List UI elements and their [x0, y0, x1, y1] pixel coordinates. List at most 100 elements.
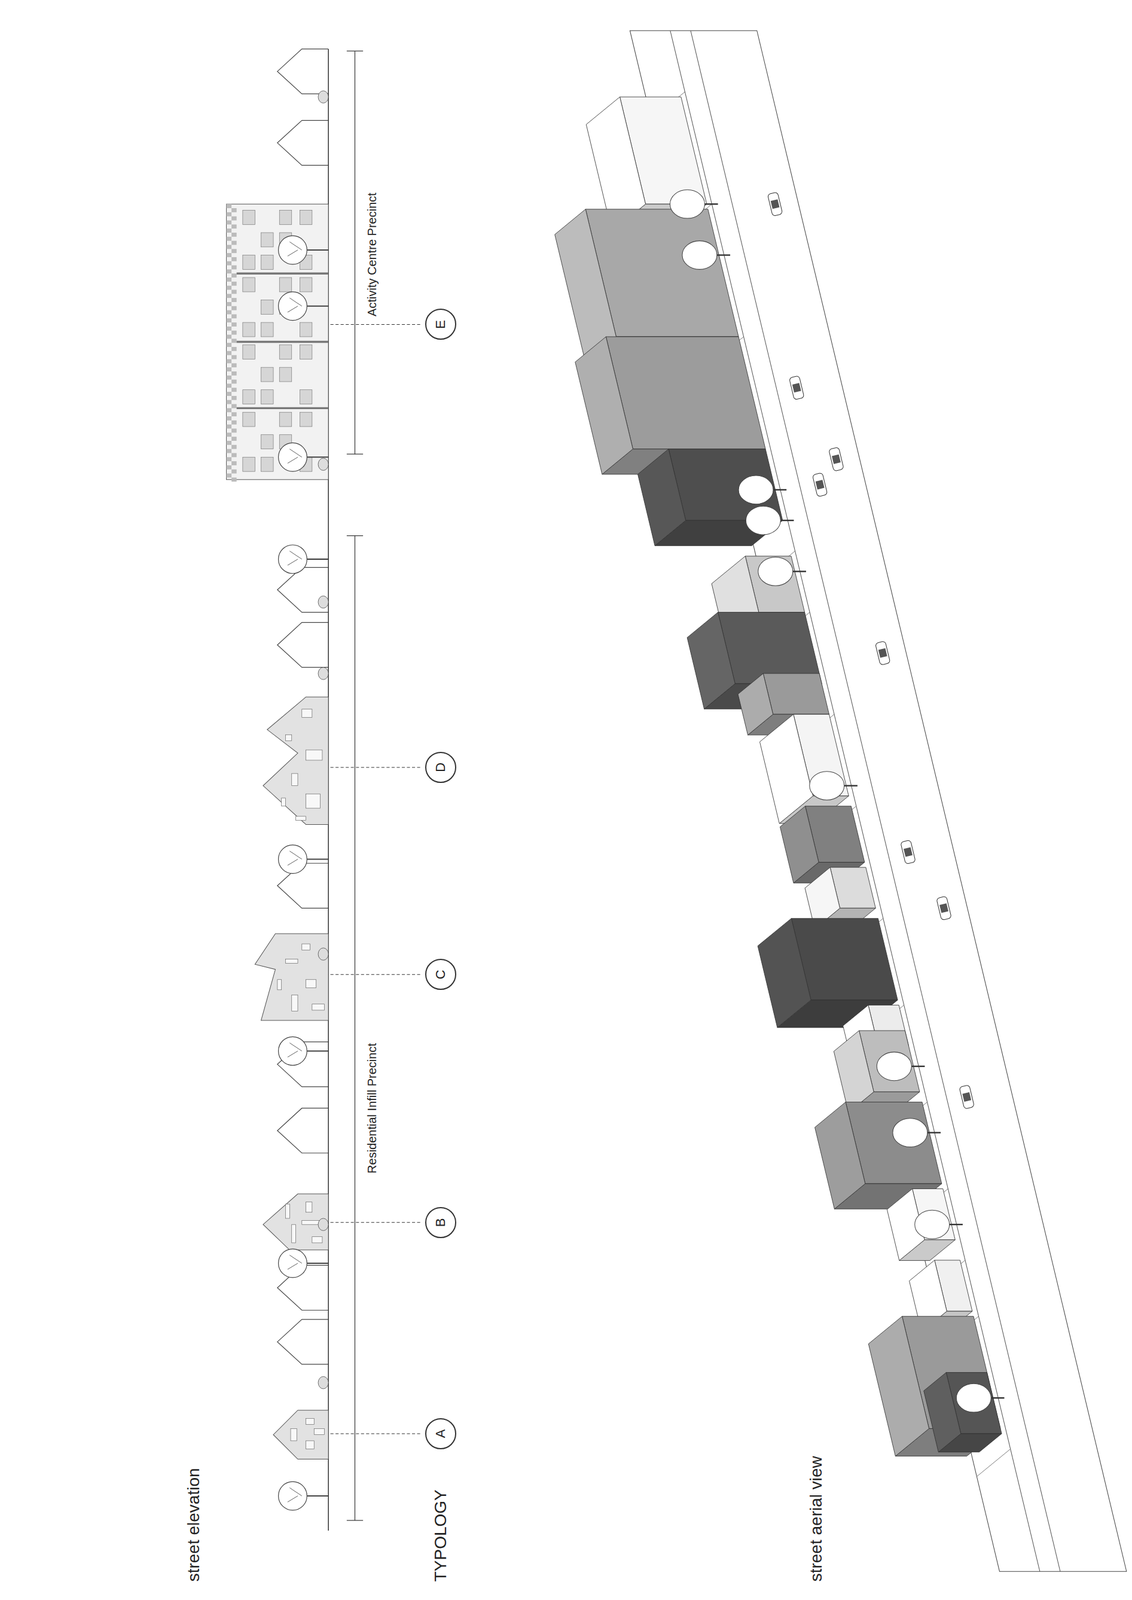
car-body [812, 472, 828, 497]
checker-band [231, 322, 237, 327]
checker-band [226, 244, 233, 249]
car-roof [792, 382, 802, 393]
window [312, 1236, 323, 1243]
checker-band [226, 228, 233, 233]
window [299, 345, 312, 360]
checker-band [231, 379, 237, 384]
tree-trunk [791, 570, 807, 572]
typology-letter: A [434, 1429, 448, 1439]
window [261, 322, 274, 337]
checker-band [231, 387, 237, 392]
house-outline [277, 120, 329, 166]
window [242, 209, 255, 225]
bracket-tick [346, 1519, 363, 1521]
window [306, 793, 321, 808]
car-roof [831, 454, 841, 465]
typology-e-block [226, 203, 329, 480]
window [299, 209, 312, 225]
checker-band [226, 456, 233, 462]
window [242, 277, 255, 292]
house-outline [277, 622, 329, 668]
bracket-tick [346, 535, 363, 536]
checker-band [226, 383, 233, 388]
window [306, 1440, 315, 1449]
car-body [828, 446, 844, 471]
typology-letter: E [434, 319, 448, 329]
tree-canopy [738, 475, 774, 505]
window [279, 345, 292, 360]
typology-letter: D [434, 762, 448, 773]
building-face [912, 1188, 956, 1240]
car-roof [939, 902, 949, 913]
dashed-leader [330, 974, 423, 975]
checker-band [226, 236, 233, 241]
checker-band [231, 208, 237, 213]
shrub [318, 667, 329, 680]
tree-canopy [682, 240, 717, 270]
window [301, 709, 313, 718]
street-aerial-drawing [554, 30, 1127, 1571]
street-edge-line [690, 30, 1061, 1571]
car-body [789, 375, 805, 400]
shrub [318, 90, 329, 103]
lot-divider [976, 1448, 1011, 1477]
checker-band [231, 371, 237, 376]
street-elevation-drawing [226, 49, 423, 1531]
window [261, 300, 274, 315]
checker-band [231, 224, 237, 229]
car-roof [903, 846, 913, 857]
typology-letter: B [434, 1217, 448, 1227]
window [291, 773, 298, 786]
checker-band [231, 281, 237, 286]
house-outline [277, 1108, 329, 1153]
typology-b-house [263, 1193, 329, 1250]
checker-band [226, 367, 233, 372]
checker-band [226, 432, 233, 437]
bay-divider [236, 340, 329, 343]
tree-canopy [278, 1036, 308, 1066]
tree-branch [287, 850, 302, 866]
tree-canopy [278, 291, 308, 321]
checker-band [226, 261, 233, 266]
checker-band [231, 297, 237, 302]
tree-trunk [948, 1223, 963, 1225]
shrub [318, 458, 329, 471]
checker-band [226, 269, 233, 274]
checker-band [226, 203, 233, 209]
tree-trunk [926, 1131, 941, 1133]
bay-divider [236, 272, 329, 275]
car [789, 375, 805, 400]
shrub [318, 947, 329, 960]
shrub [318, 1218, 329, 1231]
shrub [318, 1375, 329, 1388]
checker-band [231, 306, 237, 311]
checker-band [231, 232, 237, 237]
window [301, 943, 311, 950]
checker-band [231, 428, 237, 433]
window [306, 1201, 313, 1213]
tree-trunk [703, 203, 719, 205]
checker-band [231, 265, 237, 270]
car [812, 472, 828, 497]
precinct-label: Activity Centre Precinct [365, 192, 380, 317]
tree-trunk [779, 519, 795, 521]
window [279, 412, 292, 427]
tree-canopy [278, 1248, 308, 1278]
checker-band [226, 252, 233, 258]
checker-band [226, 220, 233, 225]
checker-band [226, 285, 233, 291]
window [290, 1428, 297, 1440]
window [242, 345, 255, 360]
car-body [900, 839, 916, 864]
window [261, 367, 274, 382]
window [291, 1224, 297, 1243]
tree-canopy [669, 189, 705, 219]
window [301, 1219, 321, 1225]
checker-band [226, 359, 233, 364]
tree-branch [287, 449, 302, 464]
tree-trunk [303, 858, 329, 860]
checker-band [226, 449, 233, 454]
car [959, 1084, 975, 1109]
car-body [936, 895, 952, 920]
